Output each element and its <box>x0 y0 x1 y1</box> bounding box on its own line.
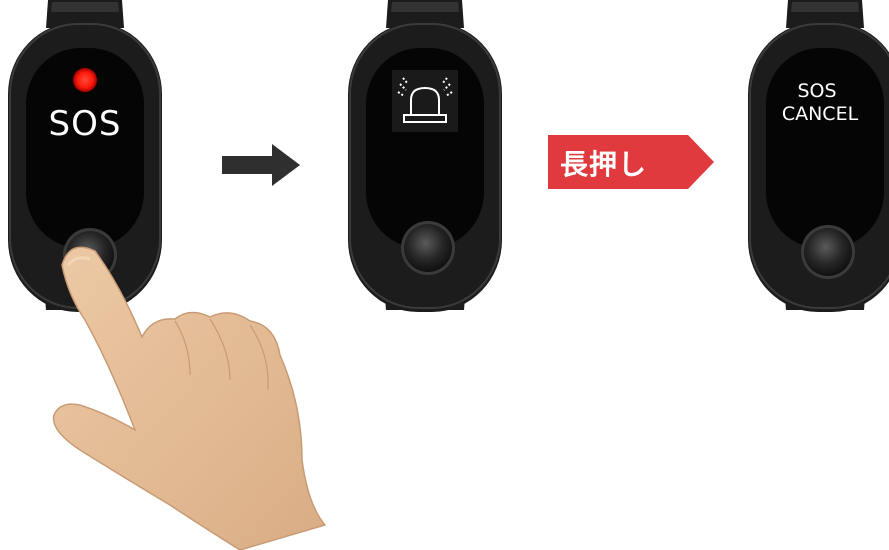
sos-line: SOS <box>772 80 862 102</box>
sos-label: SOS <box>45 104 125 144</box>
cancel-line: CANCEL <box>760 103 880 125</box>
wristband-device-2 <box>340 0 510 310</box>
right-arrow-icon <box>222 140 302 190</box>
red-led-icon <box>73 68 97 92</box>
wristband-graphic <box>740 0 889 310</box>
press-button[interactable] <box>804 228 852 276</box>
wristband-device-3: SOS CANCEL <box>740 0 889 310</box>
long-press-label: 長押し <box>560 143 680 183</box>
screen <box>766 48 884 248</box>
finger-press-icon <box>40 225 340 550</box>
alarm-light-icon <box>392 70 458 132</box>
press-button[interactable] <box>404 224 452 272</box>
wristband-graphic <box>340 0 510 310</box>
